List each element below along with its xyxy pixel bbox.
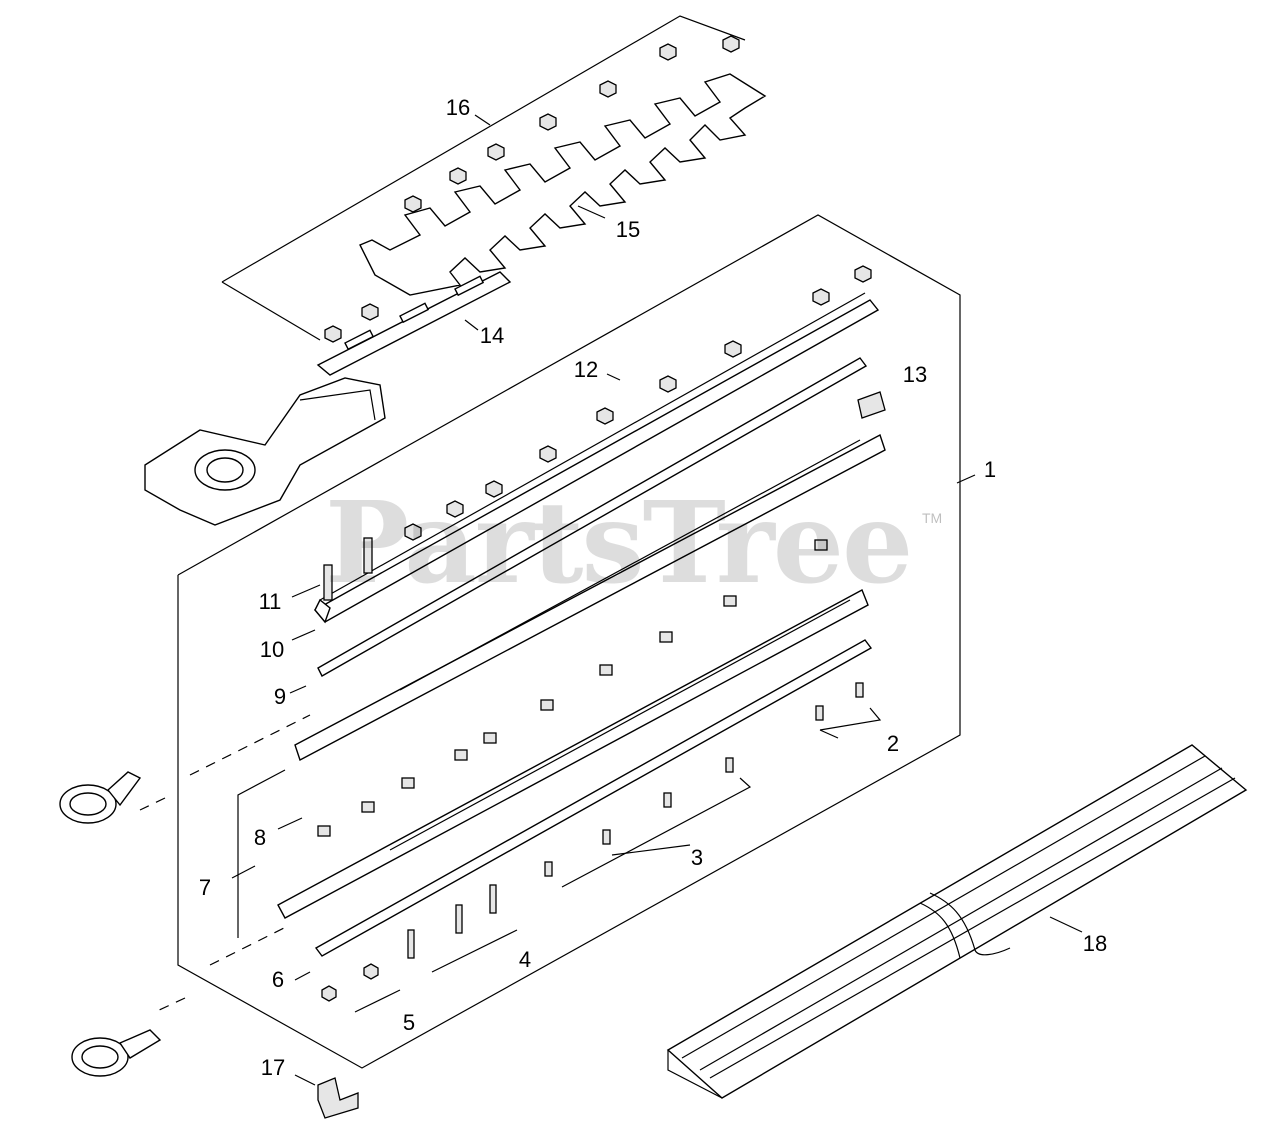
callout-15: 15 (615, 217, 641, 242)
callout-2: 2 (886, 731, 900, 756)
hanger-rings (59, 771, 162, 1077)
guide-plate-6 (314, 639, 873, 957)
blade-cover-18 (666, 744, 1248, 1099)
partstree-watermark: PartsTree (325, 478, 913, 609)
blade-assembly-7 (277, 433, 886, 919)
callout-17: 17 (260, 1055, 286, 1080)
callout-10: 10 (259, 637, 285, 662)
callout-16: 16 (445, 95, 471, 120)
clip-13 (857, 391, 886, 419)
callout-1: 1 (983, 457, 997, 482)
callout-6: 6 (271, 967, 285, 992)
nuts-16 (324, 35, 740, 343)
upper-blade-15 (359, 73, 767, 296)
callout-4: 4 (518, 947, 532, 972)
callout-11: 11 (258, 589, 282, 614)
square-nuts-8 (317, 539, 828, 837)
callout-9: 9 (273, 684, 287, 709)
dashed-leaders (139, 714, 311, 1013)
callout-14: 14 (479, 323, 505, 348)
nuts-12 (404, 265, 872, 541)
callout-13: 13 (902, 362, 928, 387)
bolts (321, 682, 864, 1002)
studs-11 (323, 537, 373, 601)
callout-3: 3 (690, 845, 704, 870)
thin-plate-9 (317, 357, 868, 677)
assembly-box-outline (177, 214, 961, 1069)
callout-5: 5 (402, 1010, 416, 1035)
callout-12: 12 (573, 357, 599, 382)
clip-17 (317, 1077, 359, 1119)
support-rail-10 (313, 292, 880, 624)
guide-plate-14 (316, 271, 512, 376)
callout-7: 7 (198, 875, 212, 900)
callout-leaders (231, 114, 1083, 1086)
callout-8: 8 (253, 825, 267, 850)
gear-case-housing (144, 377, 386, 526)
trademark-mark: TM (922, 510, 943, 526)
upper-group-outline (221, 15, 746, 283)
callout-18: 18 (1082, 931, 1108, 956)
